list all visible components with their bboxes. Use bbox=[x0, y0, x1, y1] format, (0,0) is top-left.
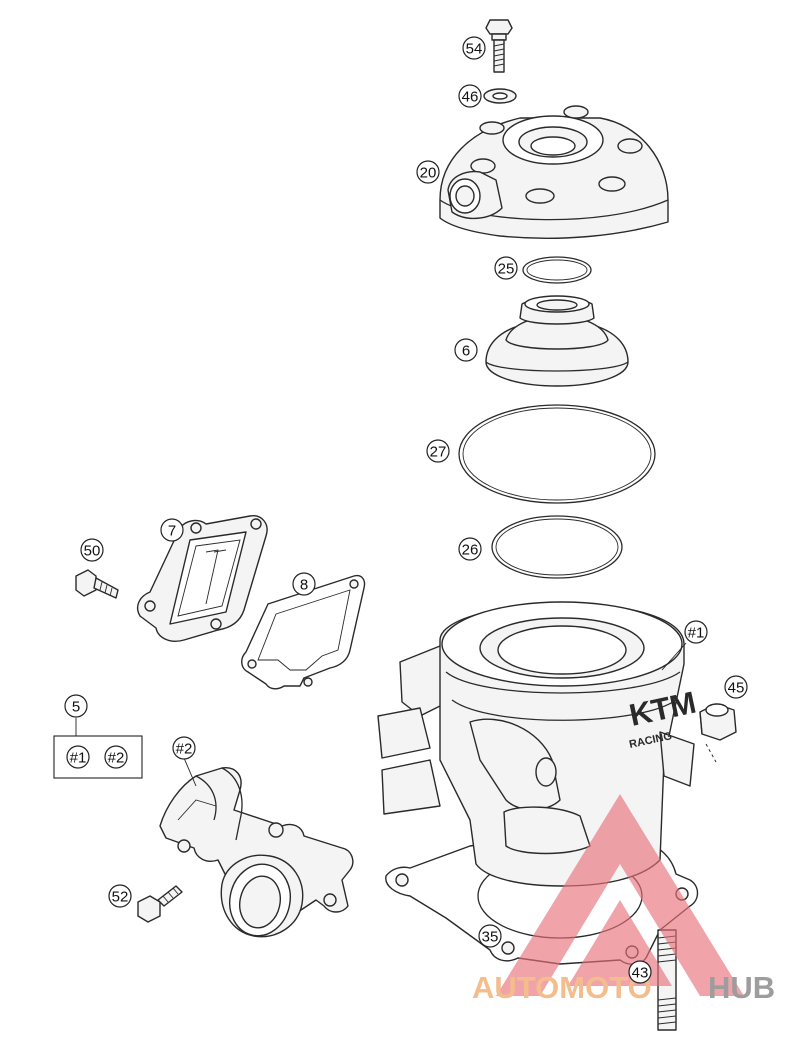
part-52-bolt bbox=[137, 885, 183, 923]
callout-label: 5 bbox=[72, 699, 80, 716]
callout-20: 20 bbox=[416, 160, 440, 184]
callout-c1: #1 bbox=[684, 620, 708, 644]
callout-54: 54 bbox=[462, 36, 486, 60]
callout-27: 27 bbox=[426, 439, 450, 463]
callout-circle bbox=[462, 36, 486, 60]
callout-8: 8 bbox=[292, 572, 316, 596]
callout-label: 27 bbox=[430, 444, 447, 461]
callout-label: 35 bbox=[482, 929, 499, 946]
part-27-large-o-ring bbox=[458, 404, 656, 504]
part-50-bolt bbox=[75, 569, 119, 599]
callout-circle bbox=[416, 160, 440, 184]
callout-label: 26 bbox=[462, 542, 479, 559]
leader-lines bbox=[183, 642, 687, 787]
part-5-kit-box bbox=[53, 718, 143, 779]
callout-6: 6 bbox=[454, 338, 478, 362]
callout-circle bbox=[104, 745, 128, 769]
part-25-o-ring bbox=[522, 256, 592, 284]
callout-45: 45 bbox=[724, 675, 748, 699]
part-45-nut bbox=[699, 703, 737, 763]
watermark-word-b: HUB bbox=[708, 970, 775, 1005]
callout-circle bbox=[160, 518, 184, 542]
callout-35: 35 bbox=[478, 924, 502, 948]
callout-label: 54 bbox=[466, 41, 483, 58]
part-26-o-ring bbox=[491, 515, 623, 579]
part-1-cylinder: KTM RACING bbox=[377, 601, 699, 887]
callout-52: 52 bbox=[108, 884, 132, 908]
callout-46: 46 bbox=[458, 84, 482, 108]
callout-circle bbox=[108, 884, 132, 908]
watermark-logo-icon bbox=[496, 794, 744, 996]
callout-label: 45 bbox=[728, 680, 745, 697]
part-20-cylinder-head bbox=[439, 105, 669, 239]
part-8-intake-gasket bbox=[241, 574, 366, 690]
callout-label: 8 bbox=[300, 577, 308, 594]
watermark-word-a: AUTOMOTO bbox=[472, 970, 652, 1005]
callout-circle bbox=[494, 256, 518, 280]
callout-label: #1 bbox=[70, 750, 87, 767]
callout-label: #2 bbox=[176, 741, 193, 758]
callout-circle bbox=[66, 745, 90, 769]
callout-7: 7 bbox=[160, 518, 184, 542]
callout-label: 46 bbox=[462, 89, 479, 106]
callout-circle bbox=[64, 694, 88, 718]
callout-k2: #2 bbox=[104, 745, 128, 769]
callout-label: 6 bbox=[462, 343, 470, 360]
callout-label: 43 bbox=[632, 965, 649, 982]
callout-label: 52 bbox=[112, 889, 129, 906]
callout-circle bbox=[478, 924, 502, 948]
callout-label: 20 bbox=[420, 165, 437, 182]
callout-5: 5 bbox=[64, 694, 88, 718]
callout-circle bbox=[80, 538, 104, 562]
callout-26: 26 bbox=[458, 537, 482, 561]
callout-label: #1 bbox=[688, 625, 705, 642]
callout-label: 25 bbox=[498, 261, 515, 278]
callout-circle bbox=[172, 736, 196, 760]
callout-43: 43 bbox=[628, 960, 652, 984]
callout-circle bbox=[458, 84, 482, 108]
callout-circle bbox=[628, 960, 652, 984]
callouts: 54 46 20 25 6 27 26 7 50 8 #1 45 5 #1 #2 #2 52 35 43 bbox=[64, 36, 748, 984]
part-7-reed-valve bbox=[136, 515, 268, 642]
callout-circle bbox=[426, 439, 450, 463]
part-54-head-bolt bbox=[485, 19, 513, 73]
callout-circle bbox=[458, 537, 482, 561]
callout-circle bbox=[724, 675, 748, 699]
callout-k1: #1 bbox=[66, 745, 90, 769]
callout-50: 50 bbox=[80, 538, 104, 562]
callout-label: 7 bbox=[168, 523, 176, 540]
part-2-intake-flange bbox=[159, 767, 354, 938]
part-46-washer bbox=[483, 88, 517, 104]
callout-25: 25 bbox=[494, 256, 518, 280]
callout-label: 50 bbox=[84, 543, 101, 560]
callout-circle bbox=[292, 572, 316, 596]
callout-circle bbox=[454, 338, 478, 362]
callout-label: #2 bbox=[108, 750, 125, 767]
watermark: AUTOMOTO HUB bbox=[472, 794, 775, 1005]
part-6-head-insert bbox=[485, 295, 629, 387]
callout-circle bbox=[684, 620, 708, 644]
callout-c2: #2 bbox=[172, 736, 196, 760]
